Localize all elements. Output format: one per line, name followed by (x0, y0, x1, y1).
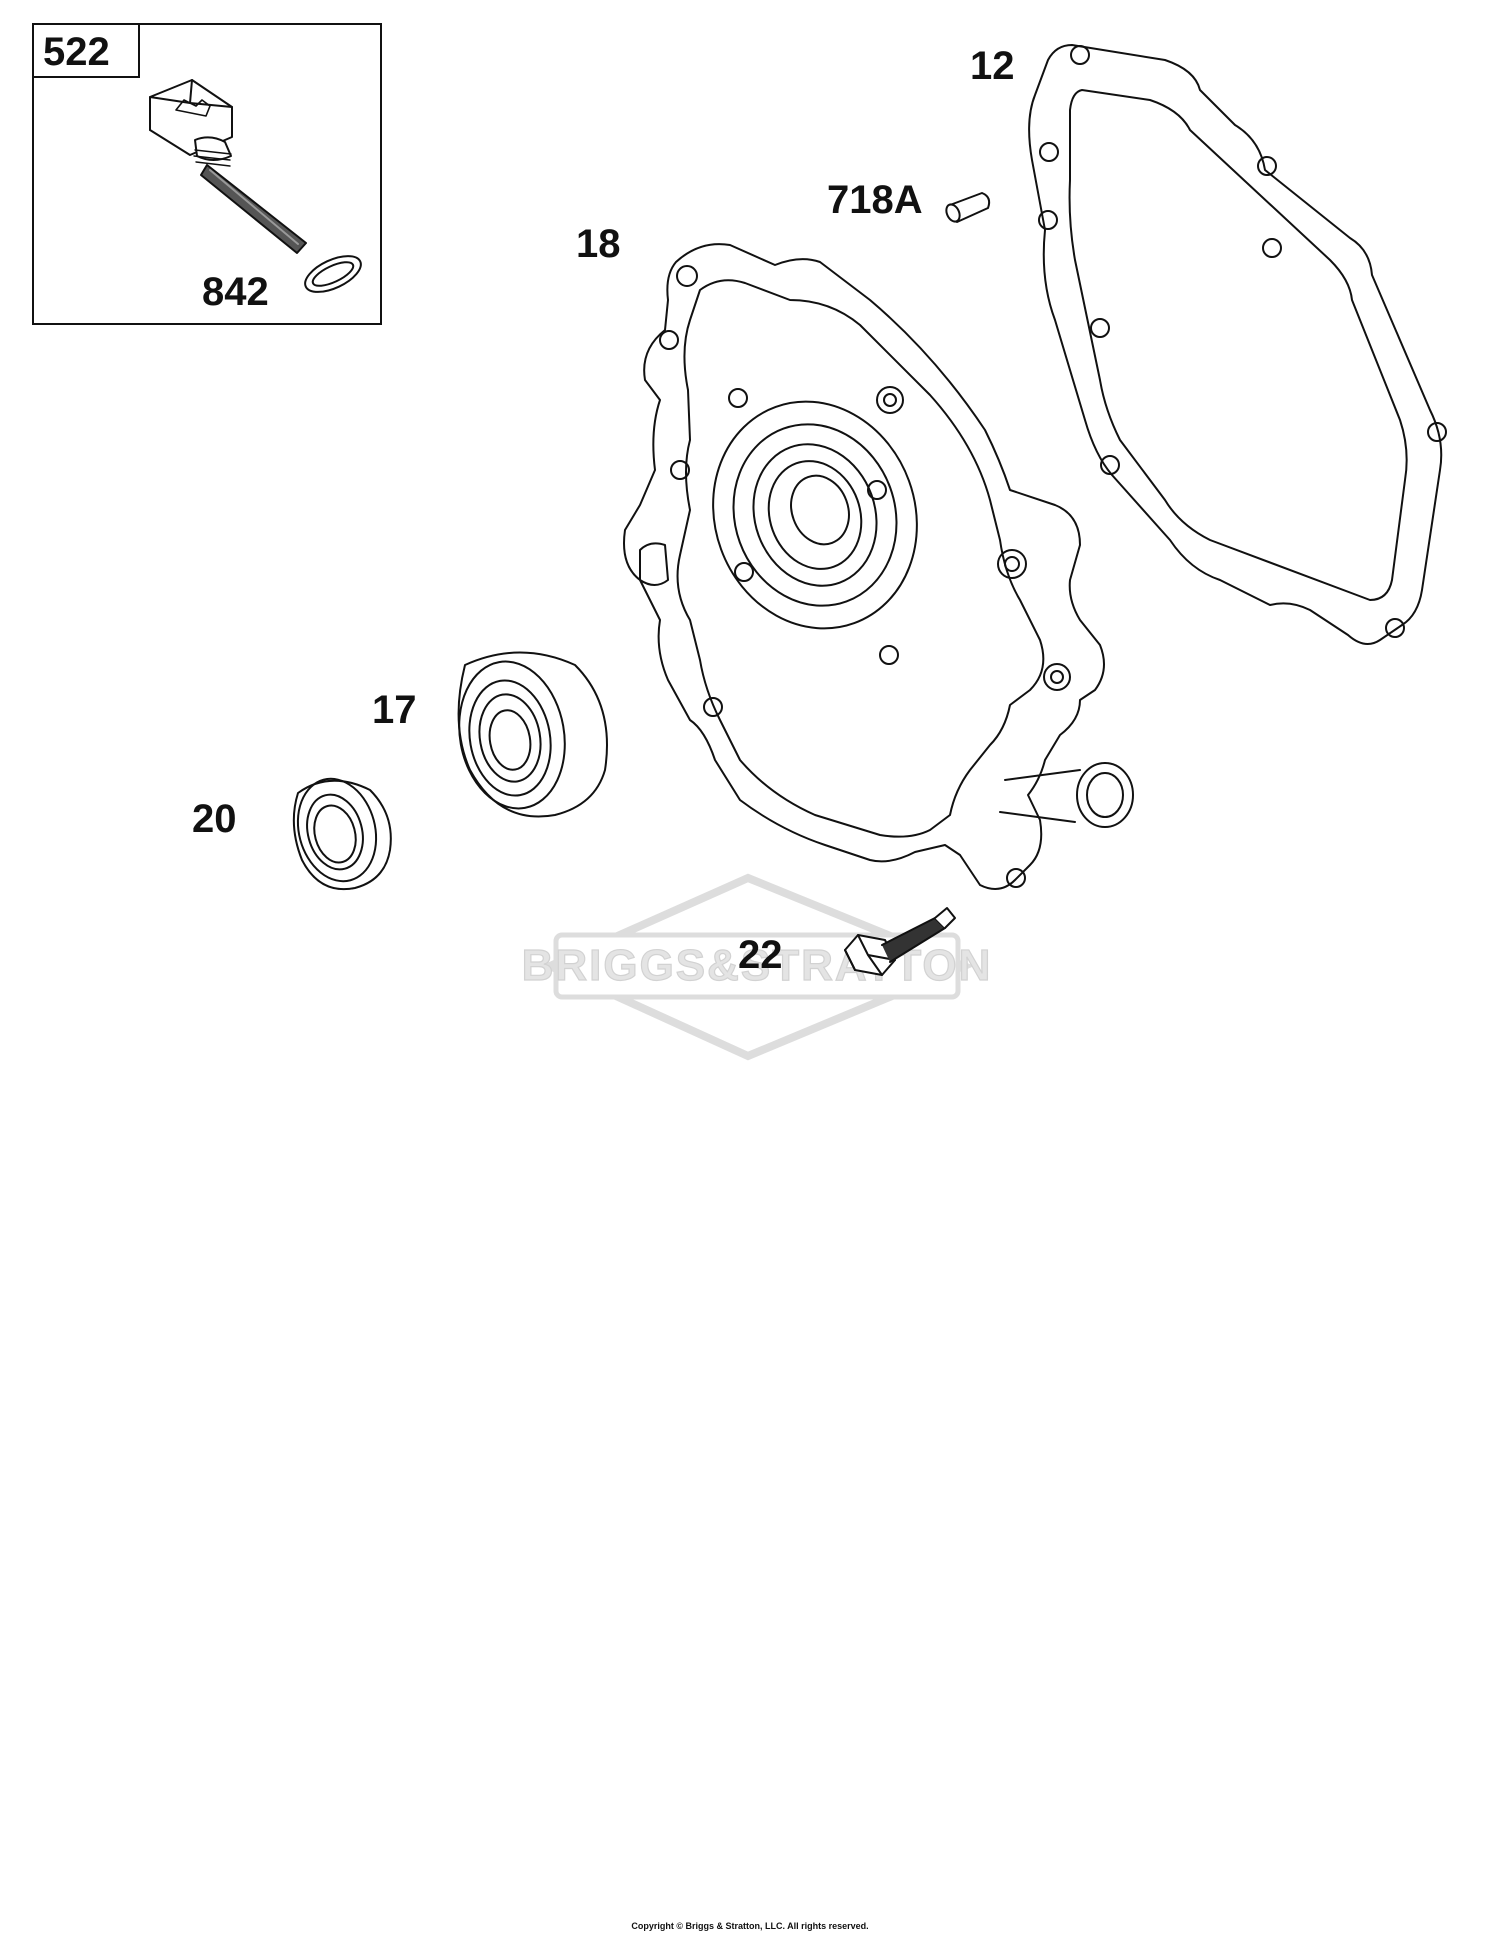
dowel-pin-icon (945, 192, 991, 223)
o-ring-icon (304, 255, 362, 293)
callout-20: 20 (192, 797, 237, 841)
crankcase-cover-icon (623, 243, 1134, 890)
callout-842: 842 (202, 270, 269, 314)
inset-tab (32, 23, 140, 78)
oil-seal-icon (292, 777, 392, 891)
callout-718a: 718A (827, 178, 923, 222)
inset-box (32, 23, 382, 325)
bolt-icon (844, 907, 956, 976)
copyright-text: Copyright © Briggs & Stratton, LLC. All … (631, 1921, 869, 1931)
callout-12: 12 (970, 44, 1015, 88)
callout-18: 18 (576, 222, 621, 266)
callout-17: 17 (372, 688, 417, 732)
callout-22: 22 (738, 933, 783, 977)
callout-522: 522 (43, 30, 110, 74)
gasket-icon (1028, 44, 1447, 645)
dipstick-icon (149, 79, 307, 254)
ball-bearing-icon (457, 651, 608, 818)
